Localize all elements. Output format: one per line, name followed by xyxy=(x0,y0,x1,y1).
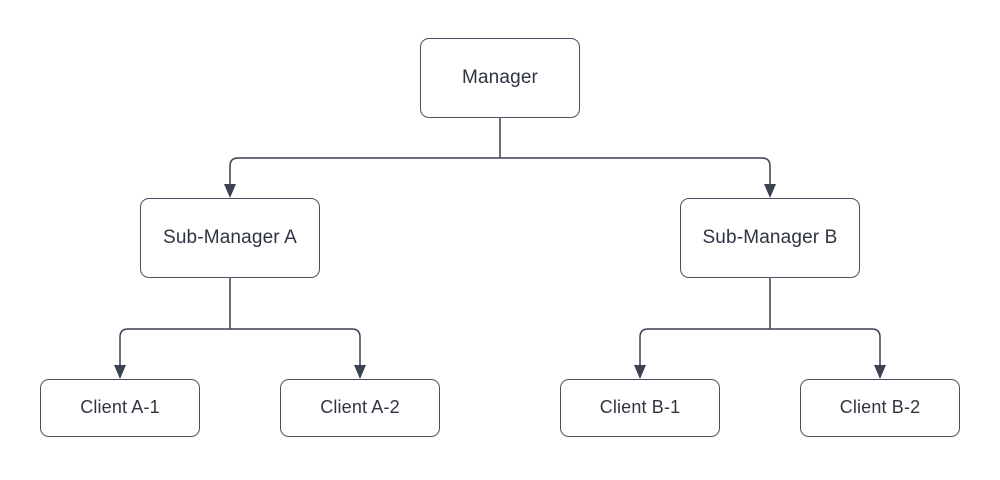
node-client-b-2[interactable]: Client B-2 xyxy=(800,379,960,437)
node-client-b-2-label: Client B-2 xyxy=(839,397,921,418)
arrowhead-icon xyxy=(764,184,776,198)
connector-edge-manager-sub-a xyxy=(229,157,500,184)
arrowhead-icon xyxy=(224,184,236,198)
node-client-a-2-label: Client A-2 xyxy=(320,397,400,418)
node-client-b-1-label: Client B-1 xyxy=(599,397,681,418)
connector-edge-sub-a-client-a-2 xyxy=(230,328,361,365)
node-manager-label: Manager xyxy=(461,66,539,88)
arrowhead-icon xyxy=(874,365,886,379)
connector-edge-sub-b-client-b-2 xyxy=(770,328,881,365)
node-sub-manager-b[interactable]: Sub-Manager B xyxy=(680,198,860,278)
node-client-a-1[interactable]: Client A-1 xyxy=(40,379,200,437)
node-client-a-2[interactable]: Client A-2 xyxy=(280,379,440,437)
arrowhead-icon xyxy=(114,365,126,379)
connector-edge-sub-a-client-a-1 xyxy=(119,328,230,365)
node-manager[interactable]: Manager xyxy=(420,38,580,118)
connector-edge-manager-sub-b xyxy=(500,157,771,184)
node-sub-manager-a[interactable]: Sub-Manager A xyxy=(140,198,320,278)
node-client-b-1[interactable]: Client B-1 xyxy=(560,379,720,437)
node-sub-manager-a-label: Sub-Manager A xyxy=(163,226,297,248)
node-client-a-1-label: Client A-1 xyxy=(80,397,160,418)
connector-edge-sub-b-client-b-1 xyxy=(639,328,770,365)
arrowhead-icon xyxy=(354,365,366,379)
arrowhead-icon xyxy=(634,365,646,379)
node-sub-manager-b-label: Sub-Manager B xyxy=(702,226,838,248)
